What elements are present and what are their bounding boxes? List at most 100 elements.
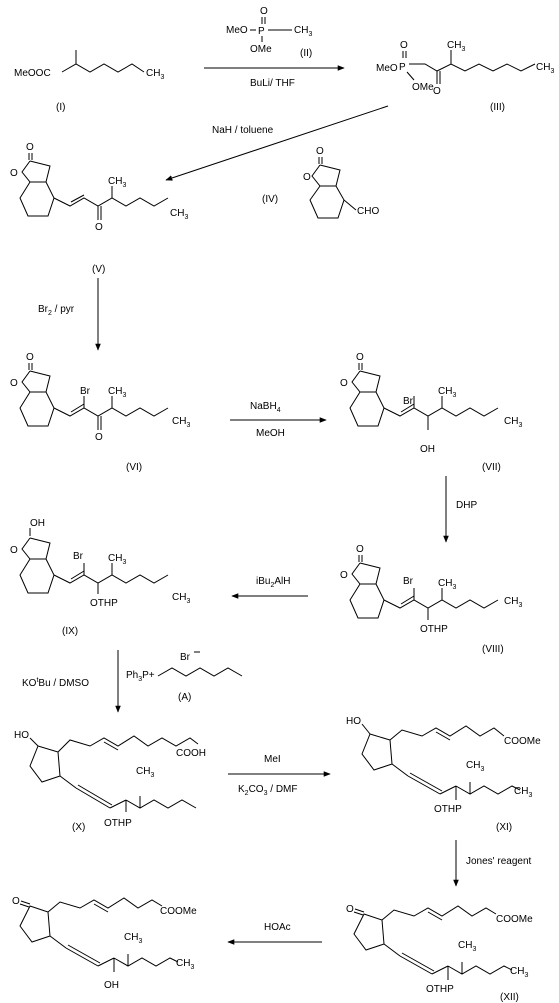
compound-II-ch3: CH3 (294, 25, 312, 38)
compound-IV-cho: CHO (357, 206, 379, 217)
product-coome: COOMe (160, 906, 197, 917)
compound-A-br: Br (180, 652, 191, 663)
compound-VIII-label: (VIII) (482, 644, 504, 655)
compound-VII-o-ring: O (340, 378, 348, 389)
compound-VII-o-carbonyl: O (356, 352, 364, 363)
compound-VIII-othp: OTHP (420, 624, 448, 635)
reagent-step10: HOAc (264, 922, 291, 933)
compound-VII-label: (VII) (482, 462, 501, 473)
compound-V-ch3-top: CH3 (108, 176, 126, 189)
compound-IX-ch3-end: CH3 (172, 592, 190, 605)
compound-II-o: O (260, 6, 268, 17)
compound-IX: OH O Br OTHP CH3 CH3 (IX) (10, 518, 190, 637)
compound-product: O COOMe OH CH3 CH3 (12, 896, 197, 991)
compound-VII-oh: OH (420, 444, 435, 455)
product-ch3-end: CH3 (176, 958, 194, 971)
product-o-keto: O (12, 896, 20, 907)
reagent-step6: iBu2AlH (256, 576, 290, 589)
compound-V-label: (V) (92, 264, 105, 275)
compound-II: O P MeO CH3 OMe (II) (226, 6, 312, 59)
compound-V: O O O CH3 CH3 (V) (10, 142, 188, 275)
compound-IX-o-ring: O (10, 545, 18, 556)
compound-XI-coome: COOMe (504, 736, 541, 747)
compound-VI-ch3-end: CH3 (172, 416, 190, 429)
compound-XII: O COOMe OTHP CH3 CH3 (XII) (346, 904, 533, 1003)
compound-VIII-ch3-top: CH3 (438, 578, 456, 591)
compound-X-ho: HO (14, 730, 29, 741)
compound-II-p: P (258, 26, 265, 37)
compound-VI-label: (VI) (126, 462, 142, 473)
arrow-step2 (165, 105, 389, 181)
compound-XII-othp: OTHP (426, 984, 454, 995)
reagent-step1: BuLi/ THF (250, 78, 295, 89)
reagent-step9: Jones' reagent (466, 856, 532, 867)
reagent-step4-below: MeOH (256, 428, 285, 439)
compound-VI: O O Br O CH3 CH3 (VI) (10, 352, 190, 473)
compound-IV-o-ring: O (303, 172, 311, 183)
compound-IX-ch3-top: CH3 (108, 553, 126, 566)
compound-XI-ch3-end: CH3 (514, 786, 532, 799)
compound-IX-othp: OTHP (90, 598, 118, 609)
compound-VII: O O Br OH CH3 CH3 (VII) (340, 352, 522, 473)
compound-III: O P MeO OMe O CH3 CH3 (III) (376, 40, 554, 113)
compound-XI-ch3-top: CH3 (466, 760, 484, 773)
compound-X-ch3-top: CH3 (136, 766, 154, 779)
compound-XII-ch3-top: CH3 (458, 940, 476, 953)
compound-I-label: (I) (56, 102, 65, 113)
reagent-step3: Br2 / pyr (38, 304, 75, 317)
compound-XII-o-keto: O (346, 904, 354, 915)
compound-III-ome: OMe (412, 82, 434, 93)
reagent-step2: NaH / toluene (212, 125, 274, 136)
compound-IX-oh: OH (30, 518, 45, 529)
reagent-step8-below: K2CO3 / DMF (238, 784, 297, 797)
compound-X: HO COOH OTHP CH3 (X) (14, 730, 206, 833)
compound-IV-o-carbonyl: O (316, 146, 324, 157)
compound-V-o-carbonyl: O (26, 142, 34, 153)
compound-IV-label: (IV) (262, 194, 278, 205)
compound-V-o-keto: O (95, 222, 103, 233)
compound-VI-br: Br (80, 386, 91, 397)
compound-VII-ch3-end: CH3 (504, 416, 522, 429)
compound-A-ph3p: Ph3P+ (126, 670, 155, 683)
compound-VIII: O O Br OTHP CH3 CH3 (VIII) (340, 544, 522, 655)
compound-V-ch3-end: CH3 (170, 208, 188, 221)
compound-VI-o-keto: O (95, 432, 103, 443)
compound-VI-o-ring: O (10, 378, 18, 389)
compound-IX-br: Br (73, 551, 84, 562)
compound-A: Br Ph3P+ (A) (126, 651, 243, 703)
compound-III-ch3-top: CH3 (447, 40, 465, 53)
compound-XI-ho: HO (346, 716, 361, 727)
compound-III-p: P (399, 62, 406, 73)
compound-XII-ch3-end: CH3 (510, 966, 528, 979)
reagent-step8-above: MeI (264, 754, 281, 765)
compound-VIII-br: Br (403, 576, 414, 587)
compound-I: MeOOC CH3 (I) (14, 50, 164, 113)
compound-III-o-keto: O (433, 86, 441, 97)
reagent-step4-above: NaBH4 (250, 401, 281, 414)
compound-VIII-ch3-end: CH3 (504, 596, 522, 609)
compound-X-label: (X) (72, 822, 85, 833)
compound-XI-othp: OTHP (434, 804, 462, 815)
compound-XI-label: (XI) (496, 822, 512, 833)
compound-IV: O O CHO (IV) (262, 146, 379, 219)
compound-XII-coome: COOMe (496, 914, 533, 925)
compound-VIII-o-carbonyl: O (356, 544, 364, 555)
compound-X-othp: OTHP (104, 818, 132, 829)
compound-VI-o-carbonyl: O (26, 352, 34, 363)
compound-III-ch3-end: CH3 (536, 62, 554, 75)
compound-VII-br: Br (403, 396, 414, 407)
compound-III-label: (III) (490, 102, 505, 113)
compound-VII-ch3-top: CH3 (438, 386, 456, 399)
compound-A-label: (A) (178, 692, 191, 703)
compound-II-label: (II) (300, 48, 312, 59)
reagent-step5: DHP (456, 500, 477, 511)
compound-IX-label: (IX) (62, 626, 78, 637)
product-oh: OH (104, 980, 119, 991)
reagent-step7: KOtBu / DMSO (22, 677, 89, 689)
compound-X-cooh: COOH (176, 748, 206, 759)
compound-I-ester: MeOOC (14, 68, 51, 79)
compound-II-ome: OMe (250, 44, 272, 55)
compound-VI-ch3-top: CH3 (108, 386, 126, 399)
